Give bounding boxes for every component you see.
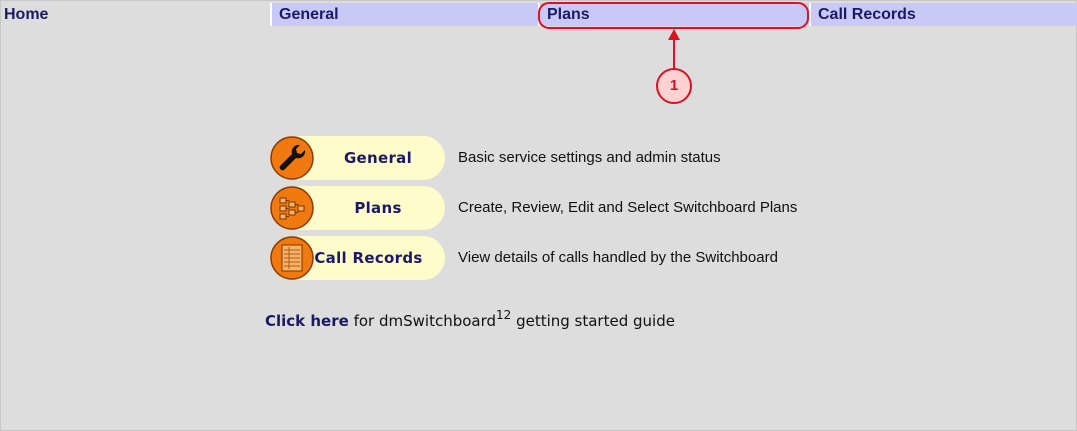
menu-row-general: General Basic service settings and admin… — [270, 136, 870, 180]
top-navigation: Home General Plans Call Records — [0, 3, 1077, 26]
guide-text-after: getting started guide — [511, 312, 675, 330]
nav-home-link[interactable]: Home — [4, 6, 49, 23]
general-menu-label[interactable]: General — [343, 149, 413, 167]
call-records-menu-label[interactable]: Call Records — [314, 249, 423, 267]
nav-tab-call-records[interactable]: Call Records — [809, 3, 1077, 26]
nav-tab-plans[interactable]: Plans — [538, 3, 809, 26]
nav-tab-general[interactable]: General — [270, 3, 538, 26]
call-records-description: View details of calls handled by the Swi… — [458, 249, 778, 266]
callout-badge: 1 — [656, 68, 692, 104]
guide-line: Click here for dmSwitchboard12 getting s… — [265, 308, 675, 330]
flowchart-icon — [270, 186, 314, 230]
general-description: Basic service settings and admin status — [458, 149, 721, 166]
plans-menu-label[interactable]: Plans — [354, 199, 402, 217]
menu-row-plans: Plans Create, Review, Edit and Select Sw… — [270, 186, 870, 230]
menu-row-call-records: Call Records View details of calls handl… — [270, 236, 870, 280]
plans-description: Create, Review, Edit and Select Switchbo… — [458, 199, 798, 216]
click-here-link[interactable]: Click here — [265, 312, 349, 330]
guide-text-before: for dmSwitchboard — [348, 312, 497, 330]
callout-arrow — [668, 29, 680, 73]
guide-superscript: 12 — [496, 308, 512, 322]
wrench-icon — [270, 136, 314, 180]
records-sheet-icon — [270, 236, 314, 280]
